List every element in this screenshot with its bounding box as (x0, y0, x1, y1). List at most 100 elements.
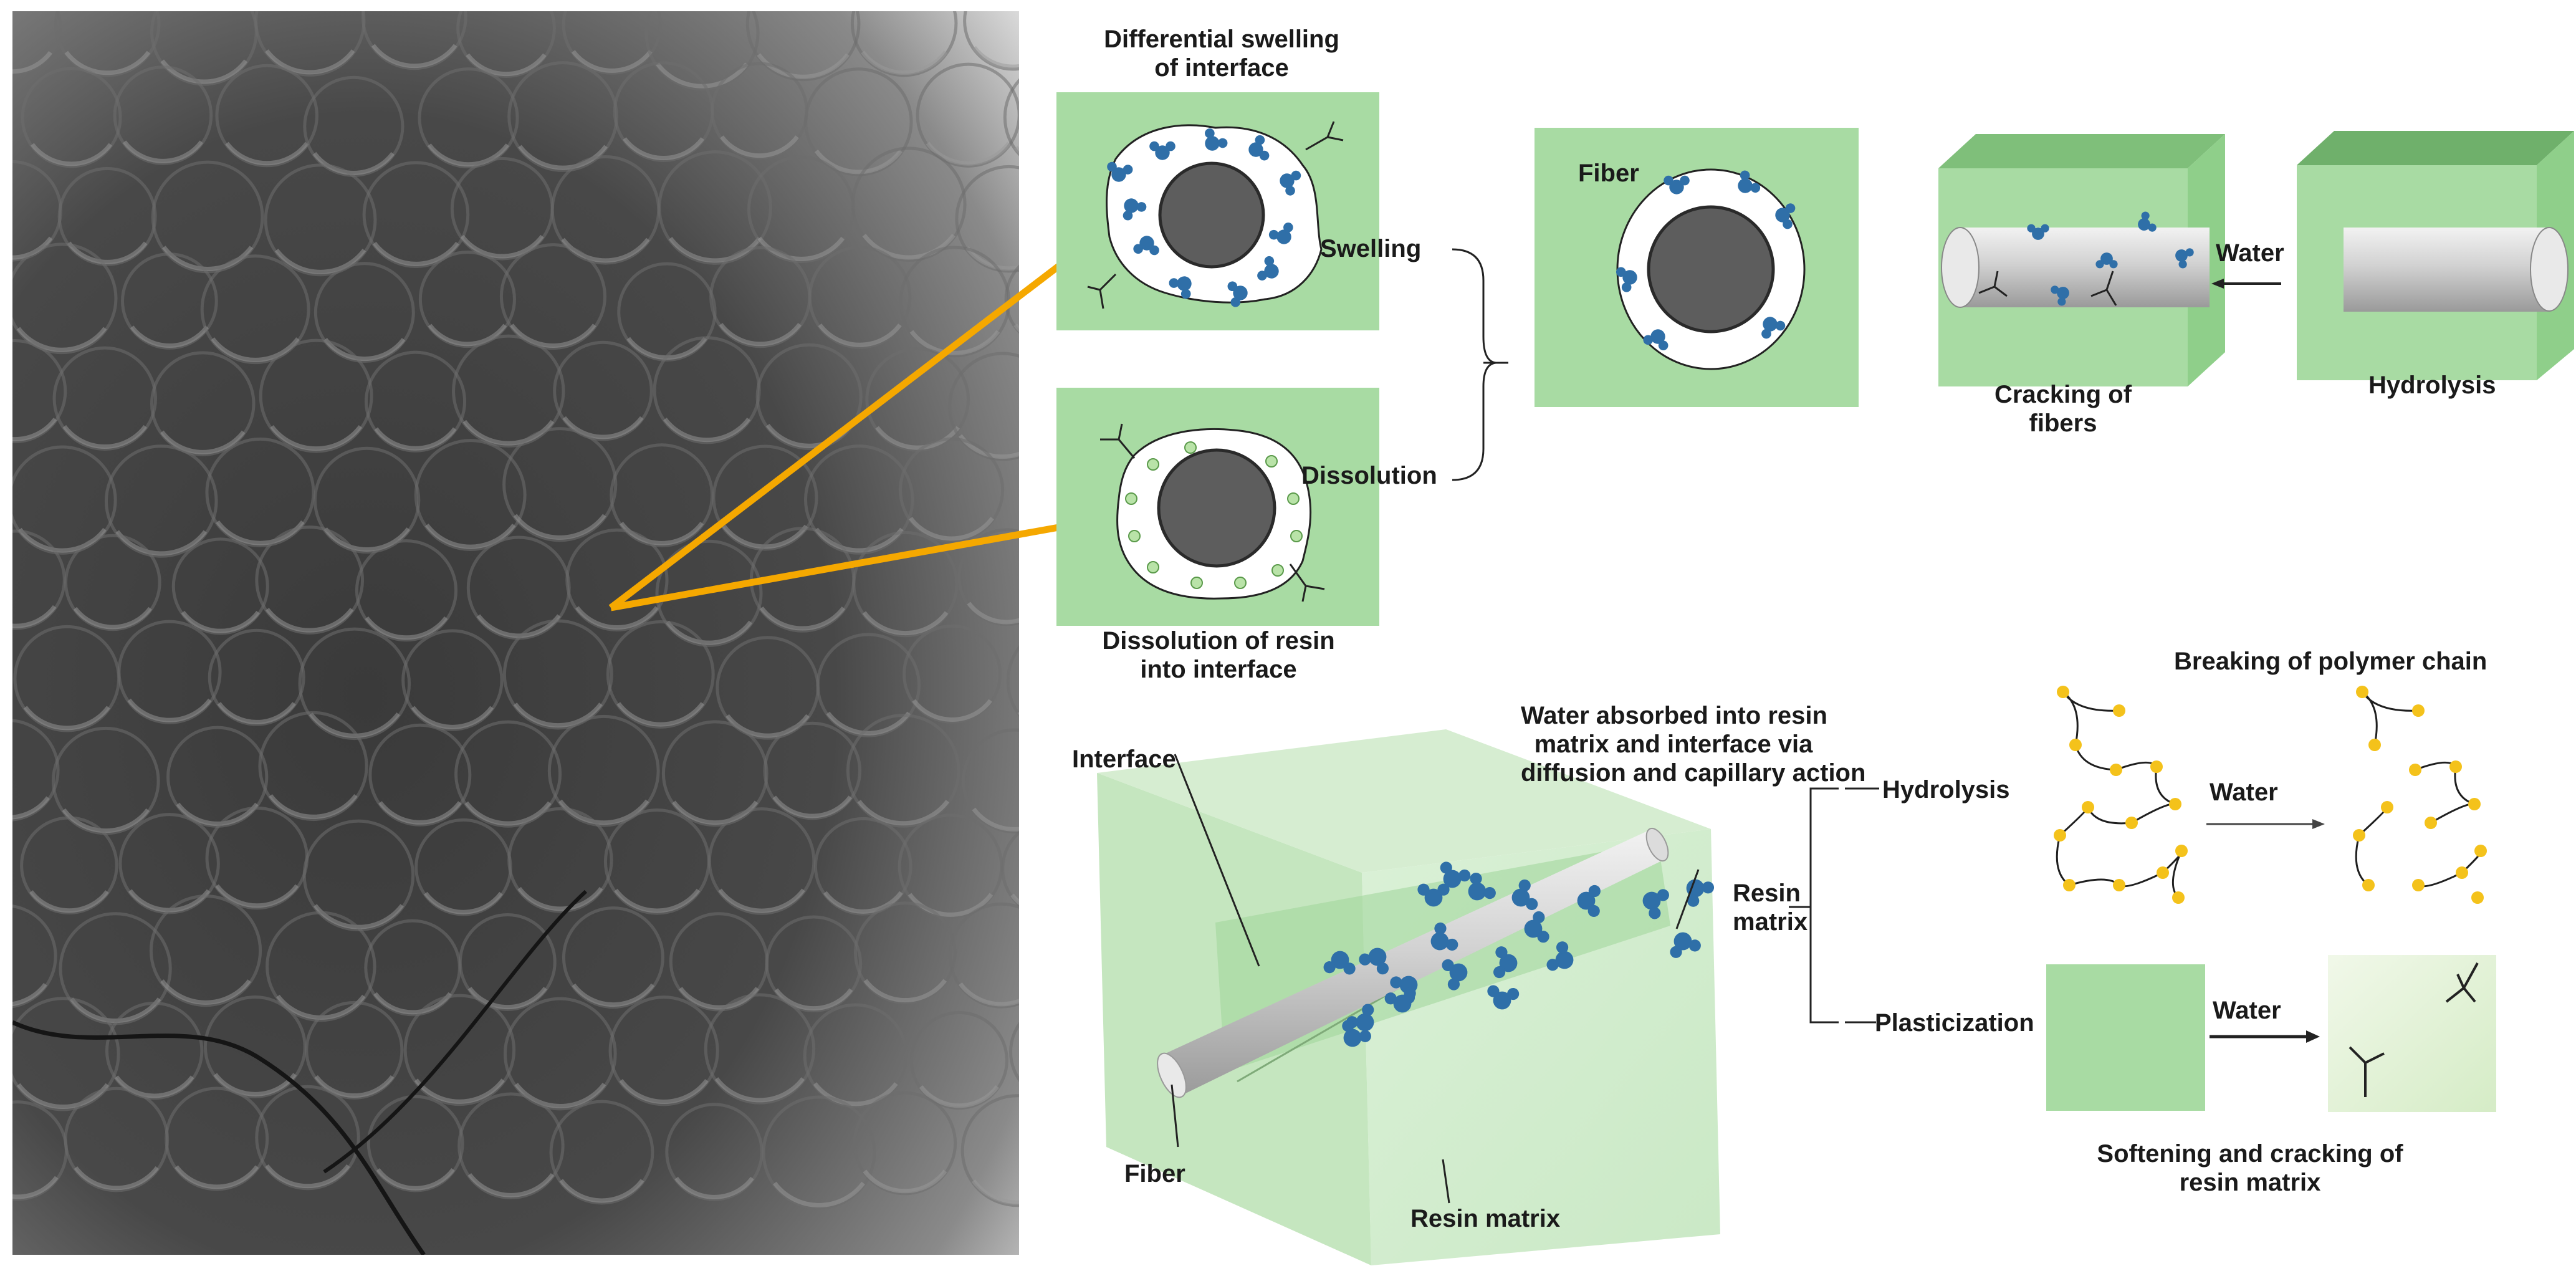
water-molecule-core (1650, 329, 1665, 344)
water-molecule-lobe (1587, 904, 1600, 918)
water-molecule-lobe (1702, 881, 1715, 894)
fiber-cross-section (547, 714, 660, 827)
fiber-cross-section (456, 11, 556, 79)
chain-node (2113, 704, 2125, 717)
fiber-highlight (967, 602, 1019, 625)
fiber-highlight (460, 234, 544, 259)
water-molecule-lobe (1123, 165, 1133, 175)
fiber-highlight (314, 1075, 395, 1098)
fiber-highlight (23, 706, 110, 731)
fiber-highlight (74, 1166, 160, 1191)
water-label-chain: Water (2210, 779, 2278, 806)
water-molecule (1342, 1020, 1371, 1047)
water-molecule-lobe (1657, 889, 1669, 901)
water-molecule (1384, 987, 1416, 1013)
fiber-cross-section (850, 11, 958, 77)
resin-square-intact (2046, 964, 2205, 1111)
dissolution-title: Dissolution of resin into interface (1035, 626, 1402, 684)
chain-bond (2131, 803, 2176, 824)
water-molecule-lobe (1283, 223, 1293, 233)
water-molecule-lobe (1359, 1030, 1371, 1042)
fiber-highlight (67, 241, 148, 264)
chain-node (2157, 866, 2169, 879)
fiber-highlight (674, 1176, 754, 1199)
fiber-cross-section (401, 629, 504, 731)
chain-node (2169, 798, 2181, 810)
chain-node (2412, 879, 2425, 891)
water-molecule-lobe (1649, 907, 1661, 919)
fiber-cross-section (655, 539, 763, 647)
fiber-highlight (373, 992, 452, 1015)
water-molecule-core (2057, 287, 2069, 299)
water-molecule (1642, 889, 1669, 919)
fiber-cross-section (562, 906, 664, 1009)
fiber-cross-section (962, 728, 1019, 833)
fiber-cross-section (64, 534, 161, 631)
water-molecule (1440, 861, 1471, 888)
water-molecule (1546, 941, 1574, 971)
water-molecule-lobe (1376, 962, 1389, 975)
water-molecule (1149, 141, 1175, 160)
water-absorbed-line-3: diffusion and capillary action (1521, 759, 1866, 787)
fiber-cross-section (658, 150, 772, 265)
fiber-highlight (414, 1078, 505, 1104)
swelling-panel (1056, 92, 1379, 330)
water-molecule-lobe (1785, 203, 1796, 213)
breaking-chain-label: Breaking of polymer chain (2174, 648, 2487, 675)
fiber-highlight (861, 50, 948, 75)
fiber-highlight (12, 982, 47, 1007)
fiber-cross-section (258, 711, 368, 822)
fiber-highlight (863, 979, 947, 1003)
water-molecule-lobe (1169, 278, 1179, 288)
water-molecule-lobe (1687, 894, 1700, 907)
water-molecule-core (1449, 963, 1468, 982)
fiber-cross-section (808, 246, 912, 349)
fiber-cross-section (105, 1001, 204, 1100)
fiber-highlight (965, 246, 1019, 271)
fiber-cross-section (104, 444, 218, 558)
water-molecule-lobe (1440, 861, 1452, 874)
fiber-highlight (423, 891, 503, 914)
water-molecule (1670, 932, 1701, 958)
chain-bond (2418, 871, 2463, 888)
dissolution-title-line-2: into interface (1140, 656, 1297, 683)
fiber-cross-section (458, 913, 557, 1011)
fiber-highlight (215, 884, 299, 908)
chain-node (2381, 801, 2393, 813)
fiber-cross-section (899, 437, 1005, 543)
water-molecule (1442, 959, 1468, 990)
chain-node (2150, 760, 2163, 773)
water-molecule-lobe (1680, 175, 1690, 186)
water-molecule-lobe (2178, 260, 2187, 269)
fiber-cross-section (457, 1092, 565, 1200)
fiber-cross-section (707, 807, 816, 915)
fiber-cross-section (803, 1003, 908, 1108)
hydrolysis-label-top: Hydrolysis (2368, 372, 2496, 399)
fiber-cross-section (418, 250, 516, 348)
fiber-cross-section (259, 338, 373, 453)
water-molecule-core (1499, 954, 1518, 972)
water-molecule-lobe (2041, 224, 2049, 233)
fiber-highlight (16, 327, 107, 352)
fiber-highlight (323, 527, 410, 552)
fiber-highlight (972, 807, 1019, 832)
water-molecule-lobe (1230, 297, 1241, 307)
fiber-cross-section (762, 1095, 876, 1210)
water-molecule (1133, 236, 1159, 256)
water-molecule (1761, 317, 1786, 339)
water-molecule-core (1424, 888, 1443, 907)
water-molecule (1511, 879, 1538, 910)
water-molecule-lobe (1123, 210, 1133, 221)
water-molecule-core (2100, 252, 2113, 265)
fiber-highlight (274, 249, 366, 274)
water-molecule-lobe (2109, 260, 2118, 269)
fiber-highlight (176, 802, 259, 826)
fiber-highlight (719, 323, 802, 347)
fiber-highlight (912, 699, 992, 722)
resin-matrix-label: Resin matrix (1410, 1205, 1561, 1232)
fiber-highlight (1018, 1080, 1019, 1081)
water-molecule-lobe (1470, 872, 1482, 885)
fiber-cross-section (948, 902, 1019, 1009)
resin-particle (1234, 577, 1247, 589)
